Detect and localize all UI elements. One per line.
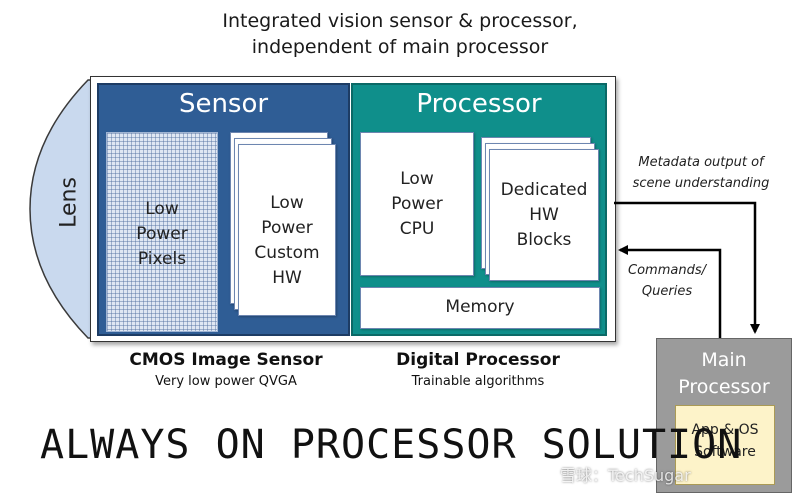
label-line: Processor bbox=[678, 376, 770, 398]
label-line: Commands/ bbox=[628, 263, 706, 278]
processor-caption-title: Digital Processor bbox=[396, 350, 560, 370]
label-line: HW bbox=[529, 205, 559, 225]
app-os-software-label: App & OS Software bbox=[676, 419, 774, 463]
label-line: App & OS bbox=[691, 422, 759, 438]
label-line: CPU bbox=[399, 219, 435, 239]
label-line: Queries bbox=[641, 284, 693, 299]
sensor-panel: Sensor Low Power Pixels Low Power Custom… bbox=[97, 83, 350, 336]
title-line-2: independent of main processor bbox=[251, 36, 549, 58]
label-line: Low bbox=[400, 169, 434, 189]
metadata-arrow bbox=[614, 201, 760, 334]
sensor-caption-title: CMOS Image Sensor bbox=[129, 350, 323, 370]
label-line: Custom bbox=[254, 243, 320, 263]
sensor-title: Sensor bbox=[178, 89, 269, 119]
low-power-custom-hw-block: Low Power Custom HW bbox=[238, 144, 336, 316]
label-line: Dedicated bbox=[500, 180, 588, 200]
diagram-title: Integrated vision sensor & processor, in… bbox=[120, 8, 680, 60]
title-line-1: Integrated vision sensor & processor, bbox=[222, 10, 578, 32]
label-line: Low bbox=[145, 199, 179, 219]
low-power-custom-hw-label: Low Power Custom HW bbox=[239, 191, 335, 291]
low-power-cpu-label: Low Power CPU bbox=[361, 167, 473, 242]
processor-caption-subtitle: Trainable algorithms bbox=[411, 374, 545, 389]
watermark-text: 雪球：TechSugar bbox=[560, 466, 691, 485]
label-line: Power bbox=[391, 194, 443, 214]
memory-label: Memory bbox=[445, 297, 515, 317]
low-power-pixels-block: Low Power Pixels bbox=[106, 132, 218, 332]
label-line: Software bbox=[694, 444, 756, 460]
dedicated-hw-blocks-block: Dedicated HW Blocks bbox=[489, 149, 599, 281]
app-os-software-box: App & OS Software bbox=[675, 405, 775, 485]
low-power-pixels-label: Low Power Pixels bbox=[107, 197, 217, 272]
processor-caption: Digital Processor Trainable algorithms bbox=[368, 350, 588, 389]
label-line: Main bbox=[701, 349, 747, 371]
sensor-caption: CMOS Image Sensor Very low power QVGA bbox=[108, 350, 344, 389]
low-power-cpu-block: Low Power CPU bbox=[360, 132, 474, 276]
label-line: Power bbox=[261, 218, 313, 238]
lens-shape bbox=[29, 79, 99, 339]
memory-block: Memory bbox=[360, 287, 600, 329]
commands-arrow bbox=[618, 245, 722, 338]
label-line: Pixels bbox=[137, 249, 187, 269]
label-line: Blocks bbox=[516, 230, 572, 250]
main-processor-title: Main Processor bbox=[657, 347, 791, 401]
commands-queries-label: Commands/ Queries bbox=[612, 260, 722, 302]
label-line: Metadata output of bbox=[638, 155, 764, 170]
dedicated-hw-blocks-label: Dedicated HW Blocks bbox=[490, 178, 598, 253]
label-line: HW bbox=[272, 268, 302, 288]
processor-panel: Processor Low Power CPU Dedicated HW Blo… bbox=[351, 83, 607, 336]
label-line: Power bbox=[136, 224, 188, 244]
label-line: scene understanding bbox=[632, 176, 770, 191]
processor-title: Processor bbox=[416, 89, 542, 119]
label-line: Low bbox=[270, 193, 304, 213]
metadata-output-label: Metadata output of scene understanding bbox=[616, 152, 786, 194]
sensor-caption-subtitle: Very low power QVGA bbox=[155, 374, 297, 389]
solution-title: ALWAYS ON PROCESSOR SOLUTION bbox=[40, 422, 743, 468]
main-processor-box: Main Processor App & OS Software bbox=[656, 338, 792, 493]
